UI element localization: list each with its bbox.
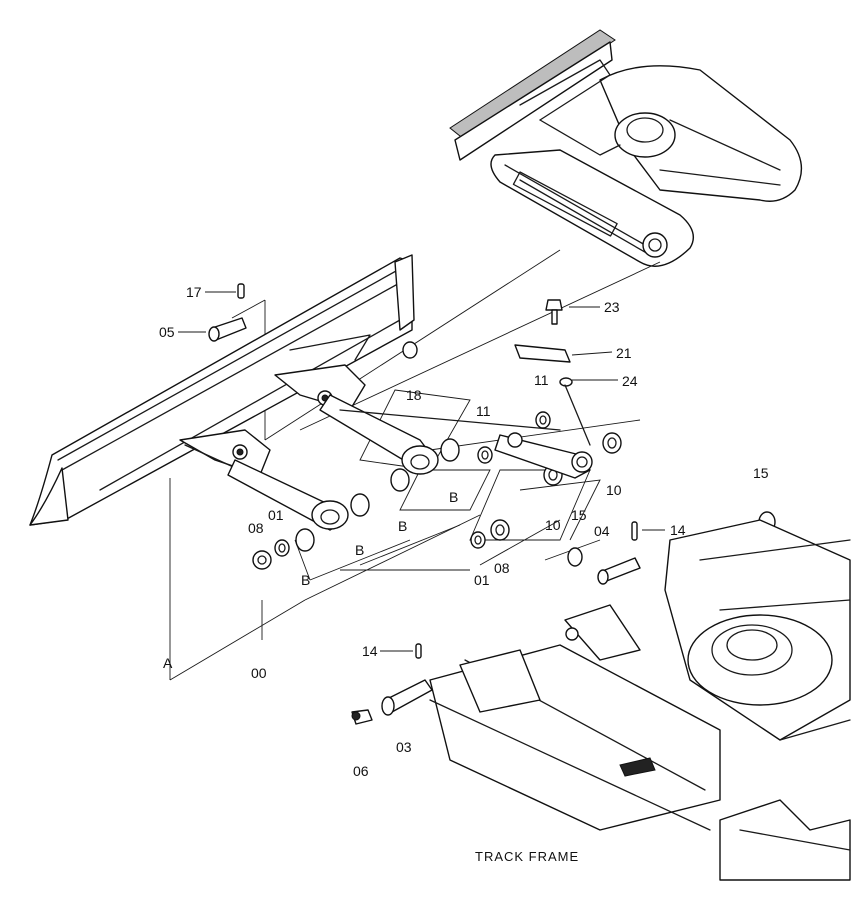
- part-number-labels: 17 05 18 23 21 24 11 11 10 10 15 15 04 1…: [159, 284, 769, 864]
- label-10-b: 10: [545, 517, 561, 533]
- link-rod: [494, 384, 593, 479]
- label-08-a: 08: [248, 520, 264, 536]
- label-24: 24: [622, 373, 638, 389]
- label-21: 21: [616, 345, 632, 361]
- label-23: 23: [604, 299, 620, 315]
- label-06: 06: [353, 763, 369, 779]
- dozer-arms: [227, 394, 561, 531]
- label-14-b: 14: [362, 643, 378, 659]
- track-frame-caption: TRACK FRAME: [475, 849, 579, 864]
- label-15-b: 15: [753, 465, 769, 481]
- label-15-a: 15: [571, 507, 587, 523]
- ref-letter-b-1: B: [449, 489, 458, 505]
- label-11-b: 11: [476, 403, 491, 419]
- label-01-b: 01: [474, 572, 490, 588]
- label-18: 18: [406, 387, 422, 403]
- label-08-b: 08: [494, 560, 510, 576]
- label-00: 00: [251, 665, 267, 681]
- label-10-a: 10: [606, 482, 622, 498]
- ref-letter-b-4: B: [301, 572, 310, 588]
- track-frame: [429, 519, 851, 881]
- label-01-a: 01: [268, 507, 284, 523]
- label-11-a: 11: [534, 372, 549, 388]
- overview-machine-inset: [449, 29, 803, 267]
- label-14-a: 14: [670, 522, 686, 538]
- ref-letter-b-3: B: [355, 542, 364, 558]
- ref-letter-a: A: [163, 655, 173, 671]
- label-04: 04: [594, 523, 610, 539]
- callout-leaders: [178, 291, 665, 652]
- pins-hardware: [208, 283, 641, 725]
- label-05: 05: [159, 324, 175, 340]
- label-17: 17: [186, 284, 202, 300]
- dozer-blade: [29, 254, 415, 526]
- ref-letter-b-2: B: [398, 518, 407, 534]
- label-03: 03: [396, 739, 412, 755]
